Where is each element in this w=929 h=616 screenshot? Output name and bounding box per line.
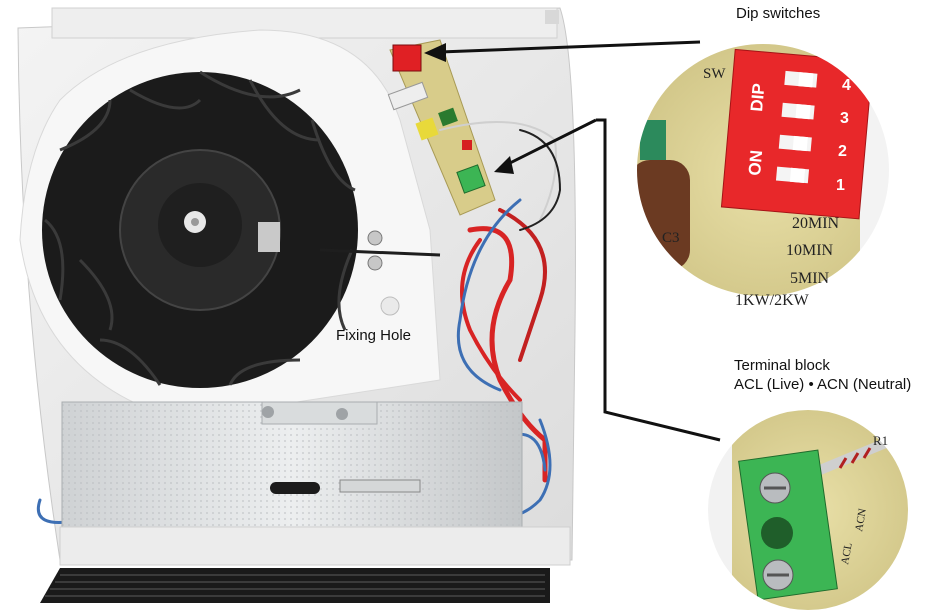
label-terminal-block: Terminal block ACL (Live) • ACN (Neutral… xyxy=(734,356,911,394)
terminal-text-acl: ACL xyxy=(839,541,855,565)
outlet-grille xyxy=(40,526,571,603)
terminal-text-acn: ACN xyxy=(853,508,869,533)
board-label-20min: 20MIN xyxy=(792,215,840,232)
fan-impeller xyxy=(42,70,358,388)
dip-text-sw: SW xyxy=(703,66,726,82)
label-terminal-block-detail: ACL (Live) • ACN (Neutral) xyxy=(734,376,912,393)
terminal-text-r1: R1 xyxy=(873,433,888,448)
dip-switch-inset: 4 3 2 1 DIP ON SW 20MIN 10MIN 5MIN 1KW/2… xyxy=(633,40,893,309)
fixing-hole-marker xyxy=(380,296,400,316)
dip-text-on: ON xyxy=(745,149,766,176)
control-pcb xyxy=(387,39,496,216)
terminal-block-inset: R1 ACN ACL xyxy=(704,406,912,614)
board-label-1kw-2kw: 1KW/2KW xyxy=(735,292,810,309)
label-terminal-block-title: Terminal block xyxy=(734,357,830,374)
callout-arrowheads xyxy=(424,43,514,174)
heating-element-plate xyxy=(61,401,523,528)
board-label-10min: 10MIN xyxy=(786,242,834,259)
dip-number-2: 2 xyxy=(838,143,847,160)
capacitor-label: C3 xyxy=(662,230,680,246)
callout-lines xyxy=(439,40,721,442)
label-dip-switches: Dip switches xyxy=(736,5,821,22)
bracket-screws xyxy=(319,230,441,271)
dip-number-4: 4 xyxy=(842,77,851,94)
dip-number-1: 1 xyxy=(836,177,845,194)
board-label-5min: 5MIN xyxy=(790,270,830,287)
dip-text-dip: DIP xyxy=(747,82,768,112)
label-fixing-hole: Fixing Hole xyxy=(336,327,412,344)
dip-number-3: 3 xyxy=(840,110,849,127)
